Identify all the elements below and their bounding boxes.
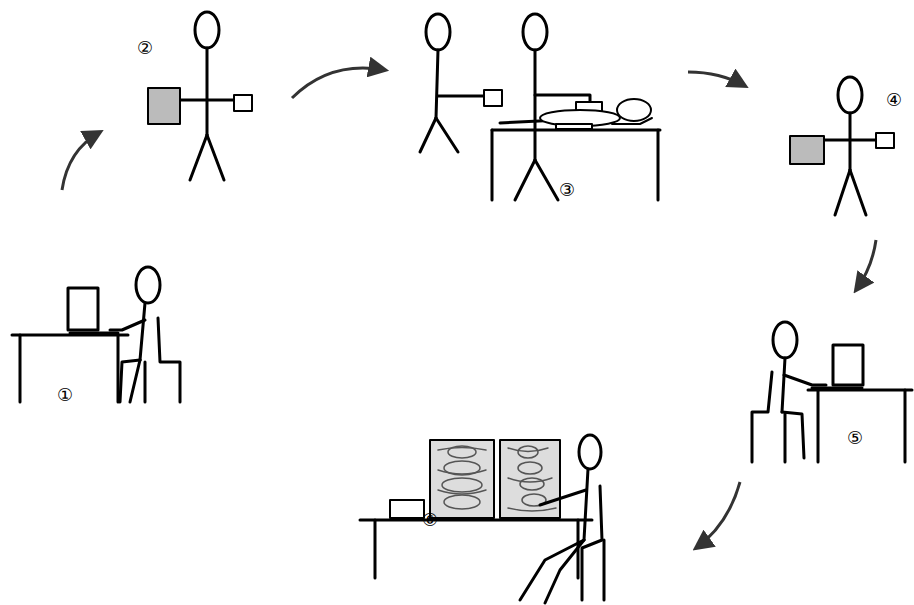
station-carry-4	[790, 77, 894, 215]
station-computer-1	[12, 267, 180, 402]
station-computer-5	[752, 322, 912, 462]
callout-number: ①	[57, 386, 73, 404]
station-scan-3	[420, 14, 660, 200]
callout-number: ③	[559, 181, 575, 199]
flow-arrows	[62, 68, 876, 548]
station-carry-2	[148, 12, 252, 180]
callout-number: ⑤	[847, 429, 863, 447]
callout-number: ④	[886, 91, 902, 109]
callout-number: ②	[137, 39, 153, 57]
station-review-6	[360, 435, 604, 603]
callout-number: ⑥	[422, 511, 438, 529]
